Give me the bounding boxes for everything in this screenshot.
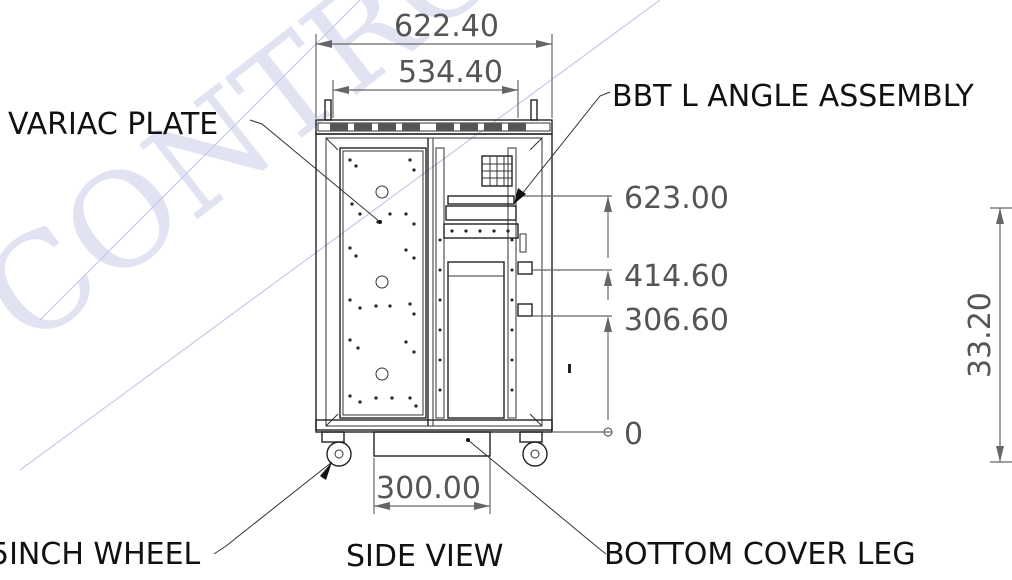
- bottom-cover-leg: [373, 431, 491, 457]
- dim-height-low-label: 306.60: [624, 303, 729, 338]
- callout-bottom-leg-label: BOTTOM COVER LEG: [604, 537, 916, 572]
- dim-height-zero-label: 0: [624, 417, 643, 452]
- wheel-left: [321, 431, 352, 467]
- dim-height-mid-label: 414.60: [624, 259, 729, 294]
- dim-right-height-label: 33.20: [963, 292, 998, 378]
- callout-wheel: 5INCH WHEEL: [0, 461, 333, 572]
- dim-overall-width: 622.40: [315, 9, 553, 118]
- dim-ordinate: 623.00 414.60 306.60 0: [518, 181, 729, 452]
- right-internals: [435, 147, 571, 419]
- callout-bbt-angle-label: BBT L ANGLE ASSEMBLY: [612, 79, 974, 114]
- view-label: SIDE VIEW: [346, 539, 503, 574]
- dim-inner-width-label: 534.40: [398, 55, 503, 90]
- dim-height-top-label: 623.00: [624, 181, 729, 216]
- dim-right-height: 33.20: [963, 207, 1012, 463]
- callout-bottom-leg: BOTTOM COVER LEG: [466, 438, 916, 572]
- dim-leg-width: 300.00: [373, 458, 491, 514]
- dim-leg-width-label: 300.00: [376, 471, 481, 506]
- cabinet-outline: [315, 99, 553, 433]
- callout-variac-plate: VARIAC PLATE: [8, 107, 382, 224]
- callout-bbt-angle: BBT L ANGLE ASSEMBLY: [513, 79, 974, 205]
- callout-wheel-label: 5INCH WHEEL: [0, 537, 201, 572]
- dim-inner-width: 534.40: [332, 55, 519, 118]
- callout-variac-plate-label: VARIAC PLATE: [8, 107, 218, 142]
- dim-overall-width-label: 622.40: [394, 9, 499, 44]
- variac-plate: [339, 147, 427, 419]
- top-vents: [330, 123, 526, 131]
- wheel-right: [519, 431, 548, 467]
